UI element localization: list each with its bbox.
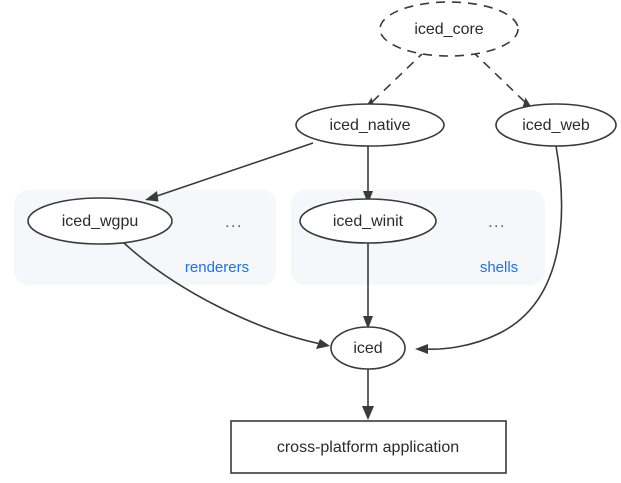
arrow-head [145,191,159,202]
node-iced-wgpu[interactable]: iced_wgpu [27,197,173,245]
node-iced-label: iced [353,340,382,357]
node-iced-web-shape[interactable] [495,103,617,147]
cluster-renderers-label: renderers [185,259,249,276]
node-iced-wgpu-label: iced_wgpu [62,213,139,230]
edge-line [123,242,322,345]
cluster-shells-label: shells [480,259,518,276]
edge-line [471,50,528,105]
edge-iced-native-to-iced-wgpu [145,142,314,202]
arrow-head [362,406,374,420]
node-cross-platform-application-shape[interactable] [230,420,507,474]
node-iced-core-label: iced_core [414,21,483,38]
node-iced[interactable]: iced [330,326,406,370]
arrow-head [363,191,373,204]
node-iced-core-shape[interactable] [379,1,519,57]
node-iced-shape[interactable] [330,326,406,370]
node-cross-platform-application-label: cross-platform application [277,439,459,456]
edge-iced-core-to-iced-web [471,50,534,111]
node-iced-native[interactable]: iced_native [295,103,445,147]
arrow-head [363,316,373,329]
edge-iced-winit-to-iced [363,243,373,329]
edge-iced-wgpu-to-iced [123,242,330,349]
node-iced-wgpu-shape[interactable] [27,197,173,245]
node-iced-winit[interactable]: iced_winit [299,198,437,244]
node-cross-platform-application[interactable]: cross-platform application [230,420,507,474]
node-iced-core[interactable]: iced_core [379,1,519,57]
edge-iced-to-application [362,369,374,420]
arrow-head [316,339,330,349]
edge-iced-core-to-iced-native [363,50,426,111]
node-iced-native-label: iced_native [330,117,411,134]
edge-iced-web-to-iced [415,145,563,354]
edge-line [423,145,563,351]
cluster-renderers-ellipsis: ... [225,214,243,231]
node-iced-web[interactable]: iced_web [495,103,617,147]
node-iced-native-shape[interactable] [295,103,445,147]
node-iced-web-label: iced_web [522,117,590,134]
edge-line [153,142,314,198]
node-iced-winit-shape[interactable] [299,198,437,244]
edge-line [369,50,426,105]
edge-iced-native-to-iced-winit [363,146,373,204]
cluster-shells-ellipsis: ... [488,214,506,231]
node-iced-winit-label: iced_winit [333,213,404,230]
arrow-head [415,344,428,354]
